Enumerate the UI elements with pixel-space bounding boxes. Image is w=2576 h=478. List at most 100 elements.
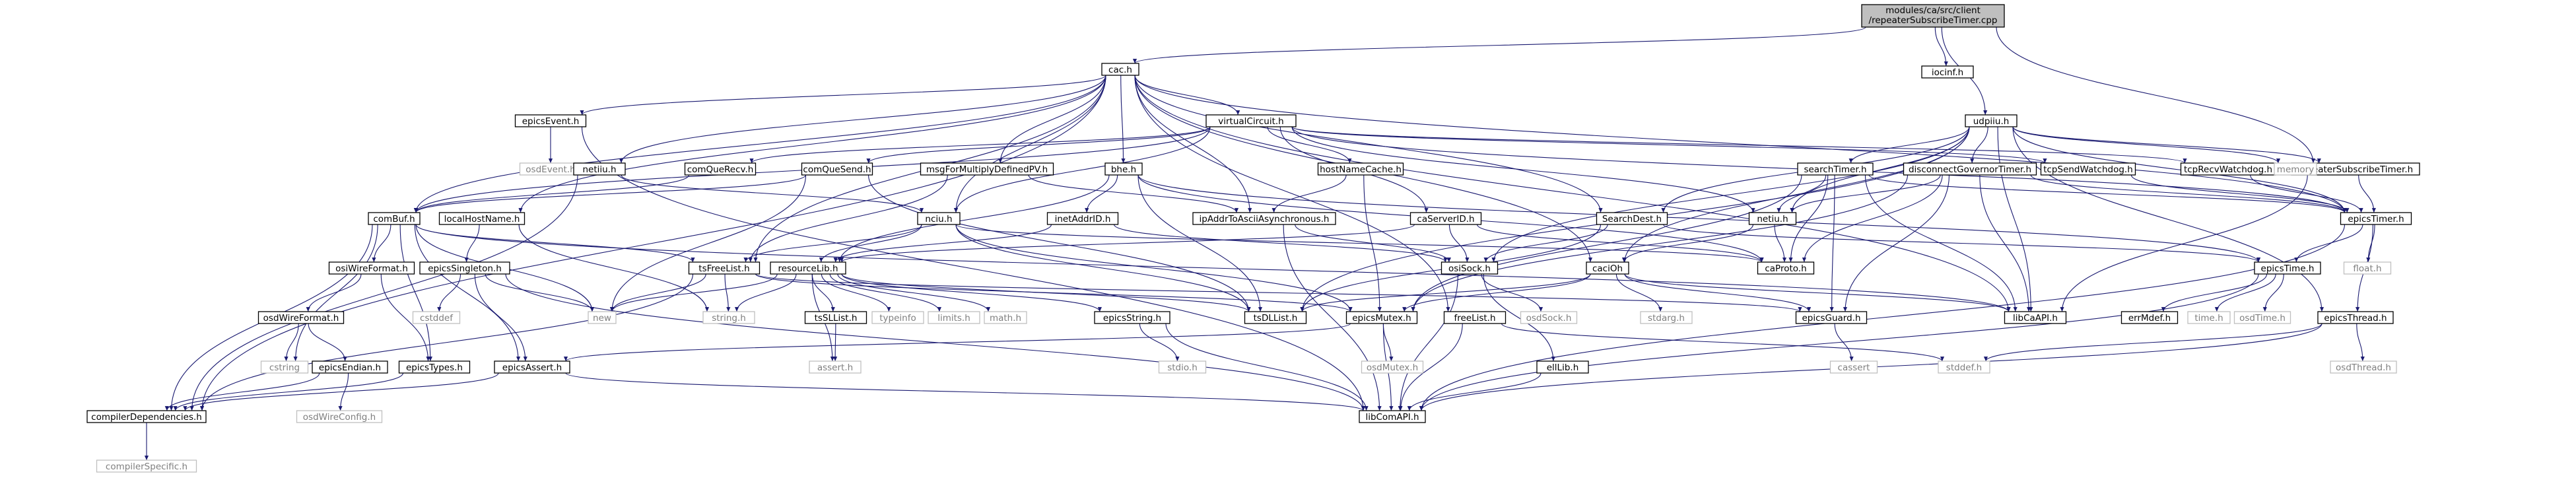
- edge-searchTimer-to-epicsTimer: [1868, 174, 2347, 213]
- node-epicsThread[interactable]: epicsThread.h: [2317, 311, 2394, 324]
- node-comQueRecv[interactable]: comQueRecv.h: [684, 162, 757, 176]
- node-label: repeaterSubscribeTimer.h: [2298, 164, 2413, 175]
- node-label: disconnectGovernorTimer.h: [1909, 164, 2031, 175]
- node-errMdef[interactable]: errMdef.h: [2120, 311, 2179, 324]
- node-epicsTimer[interactable]: epicsTimer.h: [2340, 212, 2412, 225]
- edge-disconnectGovernorTimer-to-epicsMutex: [1411, 174, 1909, 312]
- edge-cac-to-SearchDest: [1134, 75, 1603, 213]
- node-box: [96, 460, 197, 473]
- node-label: stdarg.h: [1648, 313, 1685, 324]
- node-epicsSingleton[interactable]: epicsSingleton.h: [419, 261, 510, 275]
- node-epicsEndian[interactable]: epicsEndian.h: [312, 360, 388, 374]
- node-epicsTypes[interactable]: epicsTypes.h: [398, 360, 471, 374]
- edge-resourceLib-to-typeinfo: [821, 273, 891, 312]
- node-libCaAPI[interactable]: libCaAPI.h: [2004, 311, 2067, 324]
- node-caServerID[interactable]: caServerID.h: [1409, 212, 1482, 225]
- edge-disconnectGovernorTimer-to-libCaAPI: [1979, 174, 2031, 312]
- node-epicsTime[interactable]: epicsTime.h: [2254, 261, 2321, 275]
- edge-ipAddrToAsciiAsynchronous-to-libComAPI: [1283, 224, 1382, 411]
- node-netiiu[interactable]: netiiu.h: [573, 162, 626, 176]
- edge-hostNameCache-to-ipAddrToAsciiAsynchronous: [1271, 174, 1347, 213]
- edge-caciOh-to-libCaAPI: [1624, 273, 2011, 312]
- node-SearchDest[interactable]: SearchDest.h: [1596, 212, 1668, 225]
- node-epicsGuard[interactable]: epicsGuard.h: [1795, 311, 1868, 324]
- node-epicsEvent[interactable]: epicsEvent.h: [514, 114, 587, 127]
- node-libComAPI[interactable]: libComAPI.h: [1359, 410, 1426, 423]
- node-comBuf[interactable]: comBuf.h: [368, 212, 421, 225]
- edge-cac-to-ipAddrToAsciiAsynchronous: [1134, 75, 1252, 213]
- edge-freeList-to-libComAPI: [1398, 323, 1463, 411]
- node-root[interactable]: modules/ca/src/client/repeaterSubscribeT…: [1861, 4, 2005, 28]
- node-compilerDependencies[interactable]: compilerDependencies.h: [86, 410, 207, 423]
- edge-virtualCircuit-to-tcpRecvWatchdog: [1291, 126, 2187, 164]
- node-epicsString[interactable]: epicsString.h: [1094, 311, 1170, 324]
- node-netiu[interactable]: netiu.h: [1748, 212, 1797, 225]
- edge-caciOh-to-tsDLList: [1300, 273, 1591, 312]
- node-box: [1795, 311, 1868, 324]
- node-box: [1244, 311, 1307, 324]
- node-float: float.h: [2343, 261, 2392, 275]
- node-tcpRecvWatchdog[interactable]: tcpRecvWatchdog.h: [2180, 162, 2276, 176]
- node-label: netiu.h: [1757, 214, 1788, 224]
- node-tsSLList[interactable]: tsSLList.h: [804, 311, 867, 324]
- node-box: [1903, 162, 2037, 176]
- node-disconnectGovernorTimer[interactable]: disconnectGovernorTimer.h: [1903, 162, 2037, 176]
- node-iocinf[interactable]: iocinf.h: [1921, 65, 1974, 79]
- node-box: [438, 212, 525, 225]
- node-box: [1757, 261, 1815, 275]
- node-caciOh[interactable]: caciOh: [1586, 261, 1629, 275]
- node-ellLib[interactable]: ellLib.h: [1536, 360, 1589, 374]
- node-box: [588, 311, 617, 324]
- node-box: [684, 162, 757, 176]
- node-searchTimer[interactable]: searchTimer.h: [1797, 162, 1874, 176]
- node-label: tcpRecvWatchdog.h: [2184, 164, 2272, 175]
- node-label: iocinf.h: [1932, 67, 1963, 78]
- node-hostNameCache[interactable]: hostNameCache.h: [1317, 162, 1404, 176]
- node-osiWireFormat[interactable]: osiWireFormat.h: [328, 261, 415, 275]
- edge-bhe-to-resourceLib: [837, 174, 1110, 263]
- node-localHostName[interactable]: localHostName.h: [438, 212, 525, 225]
- node-box: [1596, 212, 1668, 225]
- node-inetAddrID[interactable]: inetAddrID.h: [1046, 212, 1119, 225]
- edge-resourceLib-to-epicsString: [841, 273, 1102, 312]
- edge-netiu-to-caProto: [1774, 224, 1787, 263]
- node-tcpSendWatchdog[interactable]: tcpSendWatchdog.h: [2040, 162, 2136, 176]
- node-epicsAssert[interactable]: epicsAssert.h: [494, 360, 570, 374]
- node-label: epicsThread.h: [2324, 313, 2387, 324]
- node-epicsMutex[interactable]: epicsMutex.h: [1345, 311, 1418, 324]
- edge-localHostName-to-string: [518, 224, 710, 312]
- node-comQueSend[interactable]: comQueSend.h: [801, 162, 873, 176]
- node-box: [514, 114, 587, 127]
- node-label: time.h: [2194, 313, 2223, 324]
- node-resourceLib[interactable]: resourceLib.h: [770, 261, 846, 275]
- node-box: [2317, 311, 2394, 324]
- node-nciu[interactable]: nciu.h: [917, 212, 961, 225]
- node-osiSock[interactable]: osiSock.h: [1441, 261, 1499, 275]
- node-box: [1921, 65, 1974, 79]
- edge-bhe-to-epicsTime: [1137, 174, 2260, 263]
- edge-tsFreeList-to-compilerDependencies: [199, 273, 694, 411]
- node-box: [257, 311, 345, 324]
- node-freeList[interactable]: freeList.h: [1443, 311, 1507, 324]
- node-box: [801, 162, 873, 176]
- node-label: nciu.h: [925, 214, 952, 224]
- node-box: [2340, 212, 2412, 225]
- node-caProto[interactable]: caProto.h: [1757, 261, 1815, 275]
- node-label: epicsTypes.h: [406, 362, 463, 373]
- node-tsFreeList[interactable]: tsFreeList.h: [688, 261, 761, 275]
- node-box: [368, 212, 421, 225]
- node-bhe[interactable]: bhe.h: [1104, 162, 1143, 176]
- edge-repeaterSubscribeTimer-to-libCaAPI: [2060, 174, 2308, 312]
- node-osdWireFormat[interactable]: osdWireFormat.h: [257, 311, 345, 324]
- node-msgForMultiplyDefinedPV[interactable]: msgForMultiplyDefinedPV.h: [920, 162, 1054, 176]
- node-repeaterSubscribeTimer[interactable]: repeaterSubscribeTimer.h: [2291, 162, 2420, 176]
- node-osdEvent: osdEvent.h: [519, 162, 582, 176]
- node-ipAddrToAsciiAsynchronous[interactable]: ipAddrToAsciiAsynchronous.h: [1192, 212, 1336, 225]
- node-tsDLList[interactable]: tsDLList.h: [1244, 311, 1307, 324]
- node-udpiiu[interactable]: udpiiu.h: [1965, 114, 2017, 127]
- edge-tsFreeList-to-epicsGuard: [755, 273, 1802, 312]
- edge-comBuf-to-epicsAssert: [414, 224, 521, 362]
- node-label: typeinfo: [879, 313, 916, 324]
- node-cac[interactable]: cac.h: [1101, 63, 1139, 76]
- node-virtualCircuit[interactable]: virtualCircuit.h: [1205, 114, 1297, 127]
